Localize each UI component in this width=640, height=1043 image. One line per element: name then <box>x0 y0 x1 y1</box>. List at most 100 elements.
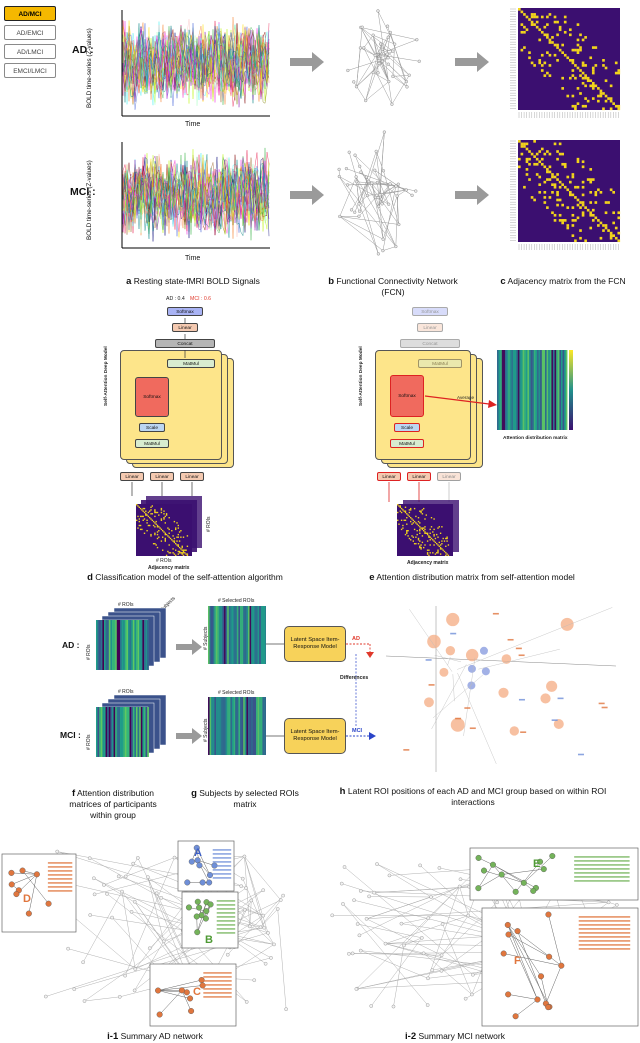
zoom-node <box>206 872 213 879</box>
network-edge <box>427 886 460 979</box>
adjacency-cell <box>447 554 450 556</box>
f-ad-matrix-stack <box>96 608 167 671</box>
network-node <box>240 876 245 881</box>
attention-head-e-front: MatMul Softmax Scale MatMul <box>375 350 471 460</box>
attention-column <box>236 606 239 664</box>
attention-column <box>260 697 263 755</box>
zoom-legend-line <box>574 868 630 870</box>
adjacency-cell <box>584 84 587 88</box>
graph-edge <box>353 81 366 101</box>
adjacency-cell <box>175 543 177 545</box>
adjacency-cell <box>420 527 422 529</box>
adjacency-cell <box>617 107 621 111</box>
zoom-legend-line <box>574 876 630 878</box>
adjacency-cell <box>609 99 613 103</box>
adjacency-cell <box>535 162 539 166</box>
adjacency-cell <box>523 30 526 34</box>
zoom-node <box>534 996 541 1003</box>
attention-column <box>244 606 247 664</box>
adjacency-cell <box>163 513 165 515</box>
adjacency-cell <box>156 526 159 528</box>
network-edge <box>244 856 269 933</box>
zoom-legend-line <box>216 928 236 930</box>
tab-ad-mci[interactable]: AD/MCI <box>4 6 56 21</box>
adjacency-cell <box>574 48 577 52</box>
adjacency-cell <box>569 180 572 184</box>
adjacency-cell <box>426 549 429 551</box>
graph-node <box>391 49 395 53</box>
adjacency-cell <box>543 201 547 204</box>
zoom-node <box>155 987 162 994</box>
graph-edge <box>354 155 398 197</box>
adjacency-cell <box>177 527 179 529</box>
adjacency-cell <box>176 540 178 542</box>
zoom-edge <box>492 864 537 889</box>
tab-emci-lmci[interactable]: EMCI/LMCI <box>4 63 56 78</box>
adjacency-cell <box>415 515 417 518</box>
network-node <box>133 967 138 971</box>
attention-column <box>506 350 509 430</box>
adjacency-cell <box>591 97 595 100</box>
adjacency-cell <box>546 150 549 153</box>
adjacency-cell <box>579 48 582 52</box>
graph-node <box>344 167 349 171</box>
zoom-legend-line <box>578 920 631 922</box>
graph-edge <box>373 72 389 82</box>
adjacency-cell <box>156 524 159 527</box>
adjacency-cell <box>177 533 179 536</box>
adjacency-cell <box>421 513 424 515</box>
adjacency-cell <box>574 185 577 189</box>
adjacency-cell <box>612 221 615 225</box>
g-mci-matrix <box>208 697 266 755</box>
graph-node <box>354 175 358 179</box>
graph-node <box>386 62 390 66</box>
zoom-edge <box>483 870 524 884</box>
adjacency-cell <box>423 527 425 529</box>
graph-node <box>352 80 356 84</box>
adjacency-cell <box>420 544 422 546</box>
adjacency-cell <box>571 206 575 209</box>
attention-column <box>524 350 526 430</box>
network-node <box>105 892 109 896</box>
adjacency-cell <box>581 201 585 204</box>
graph-edge <box>373 34 395 45</box>
adjacency-cell <box>538 38 542 42</box>
adjacency-cell <box>408 511 411 514</box>
adjacency-cell <box>561 76 564 80</box>
tab-ad-lmci[interactable]: AD/LMCI <box>4 44 56 59</box>
network-node <box>339 881 344 886</box>
graph-node <box>390 102 394 106</box>
adjacency-cell <box>551 211 554 215</box>
adjacency-cell <box>548 38 552 42</box>
tab-ad-emci[interactable]: AD/EMCI <box>4 25 56 40</box>
graph-edge <box>360 27 393 52</box>
network-node <box>123 973 127 978</box>
network-node <box>358 889 363 893</box>
adjacency-cell <box>168 544 170 546</box>
zoom-node <box>512 888 519 895</box>
adjacency-cell <box>141 528 143 531</box>
attention-column <box>564 350 566 430</box>
attention-column <box>264 606 266 664</box>
adjacency-cell <box>520 30 524 34</box>
graph-node <box>381 249 385 253</box>
adjacency-cell <box>137 505 139 507</box>
attention-column <box>251 697 253 755</box>
zoom-edge <box>11 874 37 885</box>
adjacency-cell <box>571 173 575 176</box>
zoom-edge <box>196 847 211 876</box>
graph-node <box>371 33 375 37</box>
network-node <box>249 898 254 903</box>
timeseries-line <box>122 28 270 102</box>
attention-column <box>219 697 221 755</box>
adjacency-cell <box>556 59 559 62</box>
latent-roi-label-mark <box>518 654 525 657</box>
network-node <box>420 936 424 940</box>
adjacency-cell <box>406 532 408 534</box>
attention-column <box>233 697 236 755</box>
g-mci-selected-label: # Selected ROIs <box>218 690 255 696</box>
latent-roi-label-mark <box>450 632 457 635</box>
graph-edge <box>339 216 384 240</box>
adjacency-cell <box>438 545 440 547</box>
graph-edge <box>388 64 407 82</box>
